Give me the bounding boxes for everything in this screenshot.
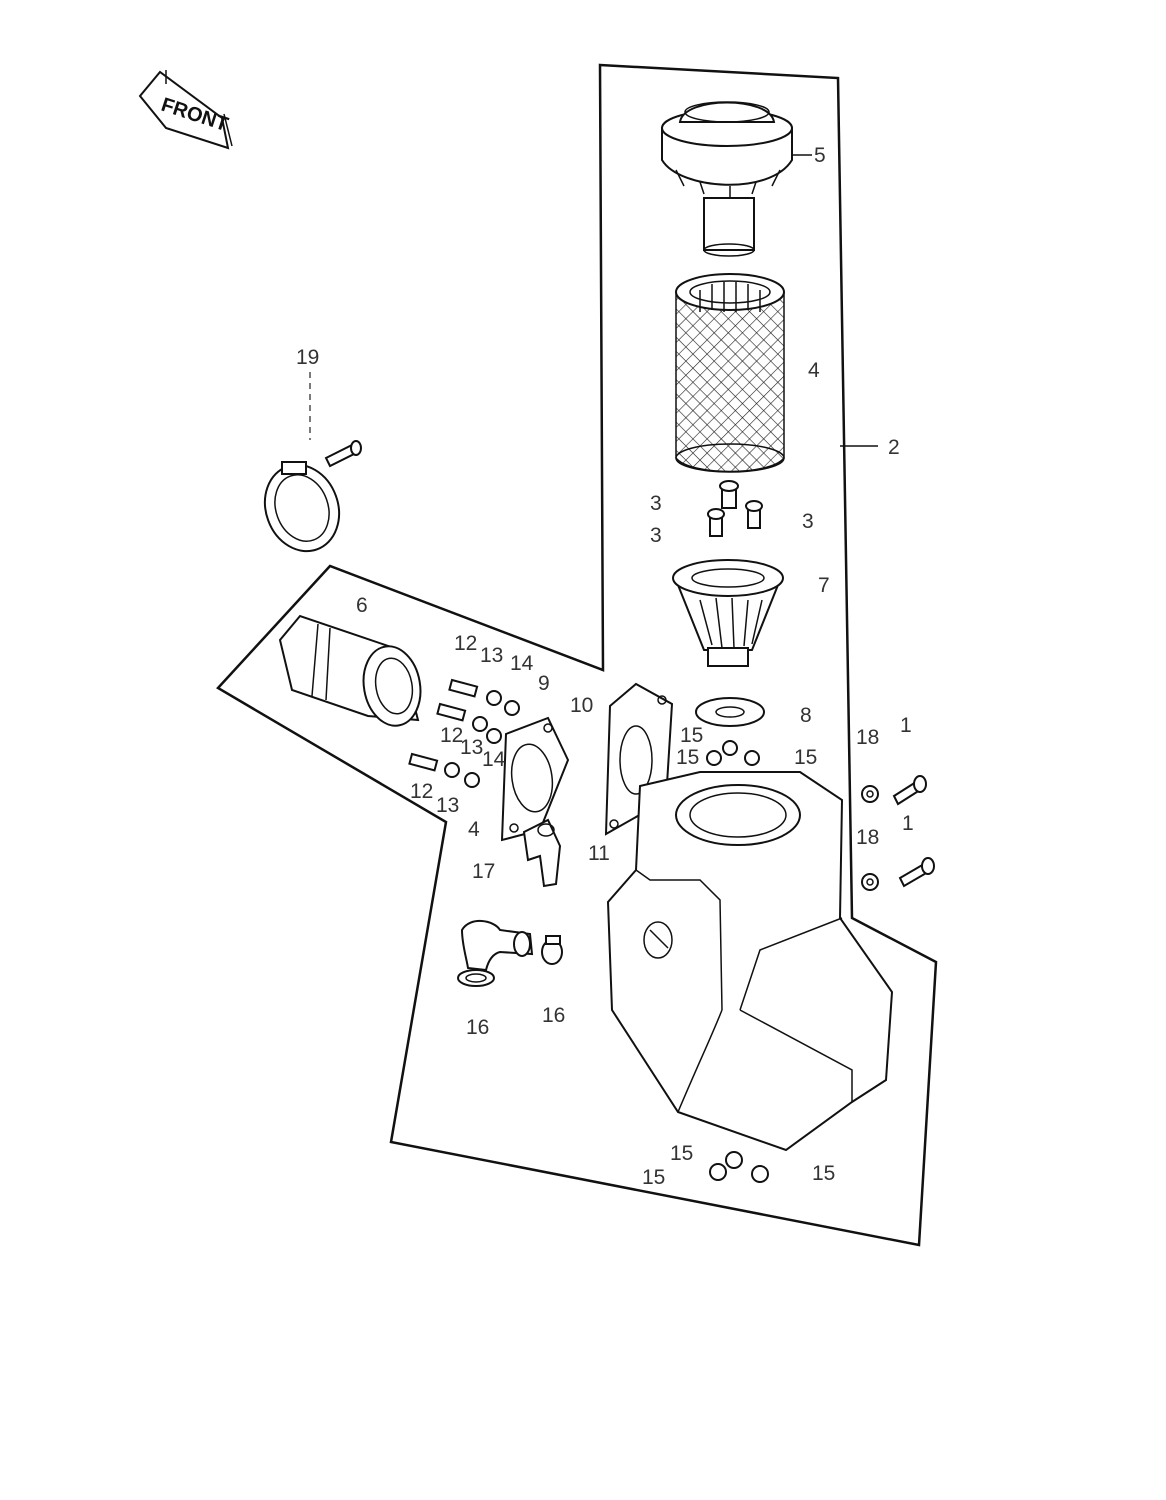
label-10: 10 xyxy=(570,694,593,717)
label-13: 13 xyxy=(436,794,459,817)
part-labels: 5 4 2 3 3 3 7 8 19 6 12 13 14 9 10 15 15… xyxy=(296,144,914,1189)
bracket-11 xyxy=(522,818,562,888)
label-15: 15 xyxy=(642,1166,665,1189)
nuts-15-lower xyxy=(709,1151,769,1183)
label-2: 2 xyxy=(888,436,900,459)
screws-3 xyxy=(707,480,763,537)
air-box-housing xyxy=(606,771,894,1152)
label-12: 12 xyxy=(440,724,463,747)
label-4: 4 xyxy=(468,818,480,841)
label-5: 5 xyxy=(814,144,826,167)
flange-9 xyxy=(500,716,570,842)
label-15: 15 xyxy=(670,1142,693,1165)
label-15: 15 xyxy=(794,746,817,769)
label-15: 15 xyxy=(680,724,703,747)
label-17: 17 xyxy=(472,860,495,883)
label-15: 15 xyxy=(812,1162,835,1185)
label-3: 3 xyxy=(650,524,662,547)
label-15: 15 xyxy=(676,746,699,769)
label-3: 3 xyxy=(650,492,662,515)
label-12: 12 xyxy=(454,632,477,655)
label-4: 4 xyxy=(808,359,820,382)
front-arrow-badge: FRONT xyxy=(138,70,233,150)
hose-17-clamps-16 xyxy=(457,920,563,987)
air-inlet-funnel xyxy=(672,559,784,667)
label-7: 7 xyxy=(818,574,830,597)
label-14: 14 xyxy=(510,652,534,675)
hose-clamp-19 xyxy=(263,440,362,553)
label-11: 11 xyxy=(588,842,610,865)
label-18: 18 xyxy=(856,726,879,749)
intake-duct-6 xyxy=(278,614,422,727)
washer-bolt-18-1 xyxy=(861,775,935,891)
gasket-ring xyxy=(695,697,765,727)
label-3: 3 xyxy=(802,510,814,533)
filter-element xyxy=(675,273,785,473)
air-cleaner-cap xyxy=(661,101,793,257)
label-6: 6 xyxy=(356,594,368,617)
label-1: 1 xyxy=(902,812,914,835)
label-13: 13 xyxy=(480,644,503,667)
label-14: 14 xyxy=(482,748,506,771)
assembly-boundary xyxy=(216,63,938,1247)
bolts-washers xyxy=(408,678,520,788)
label-13: 13 xyxy=(460,736,483,759)
label-1: 1 xyxy=(900,714,912,737)
label-8: 8 xyxy=(800,704,812,727)
label-18: 18 xyxy=(856,826,879,849)
label-16: 16 xyxy=(466,1016,489,1039)
label-12: 12 xyxy=(410,780,433,803)
label-9: 9 xyxy=(538,672,550,695)
label-16: 16 xyxy=(542,1004,565,1027)
nuts-15-upper xyxy=(706,740,760,766)
label-19: 19 xyxy=(296,346,319,369)
